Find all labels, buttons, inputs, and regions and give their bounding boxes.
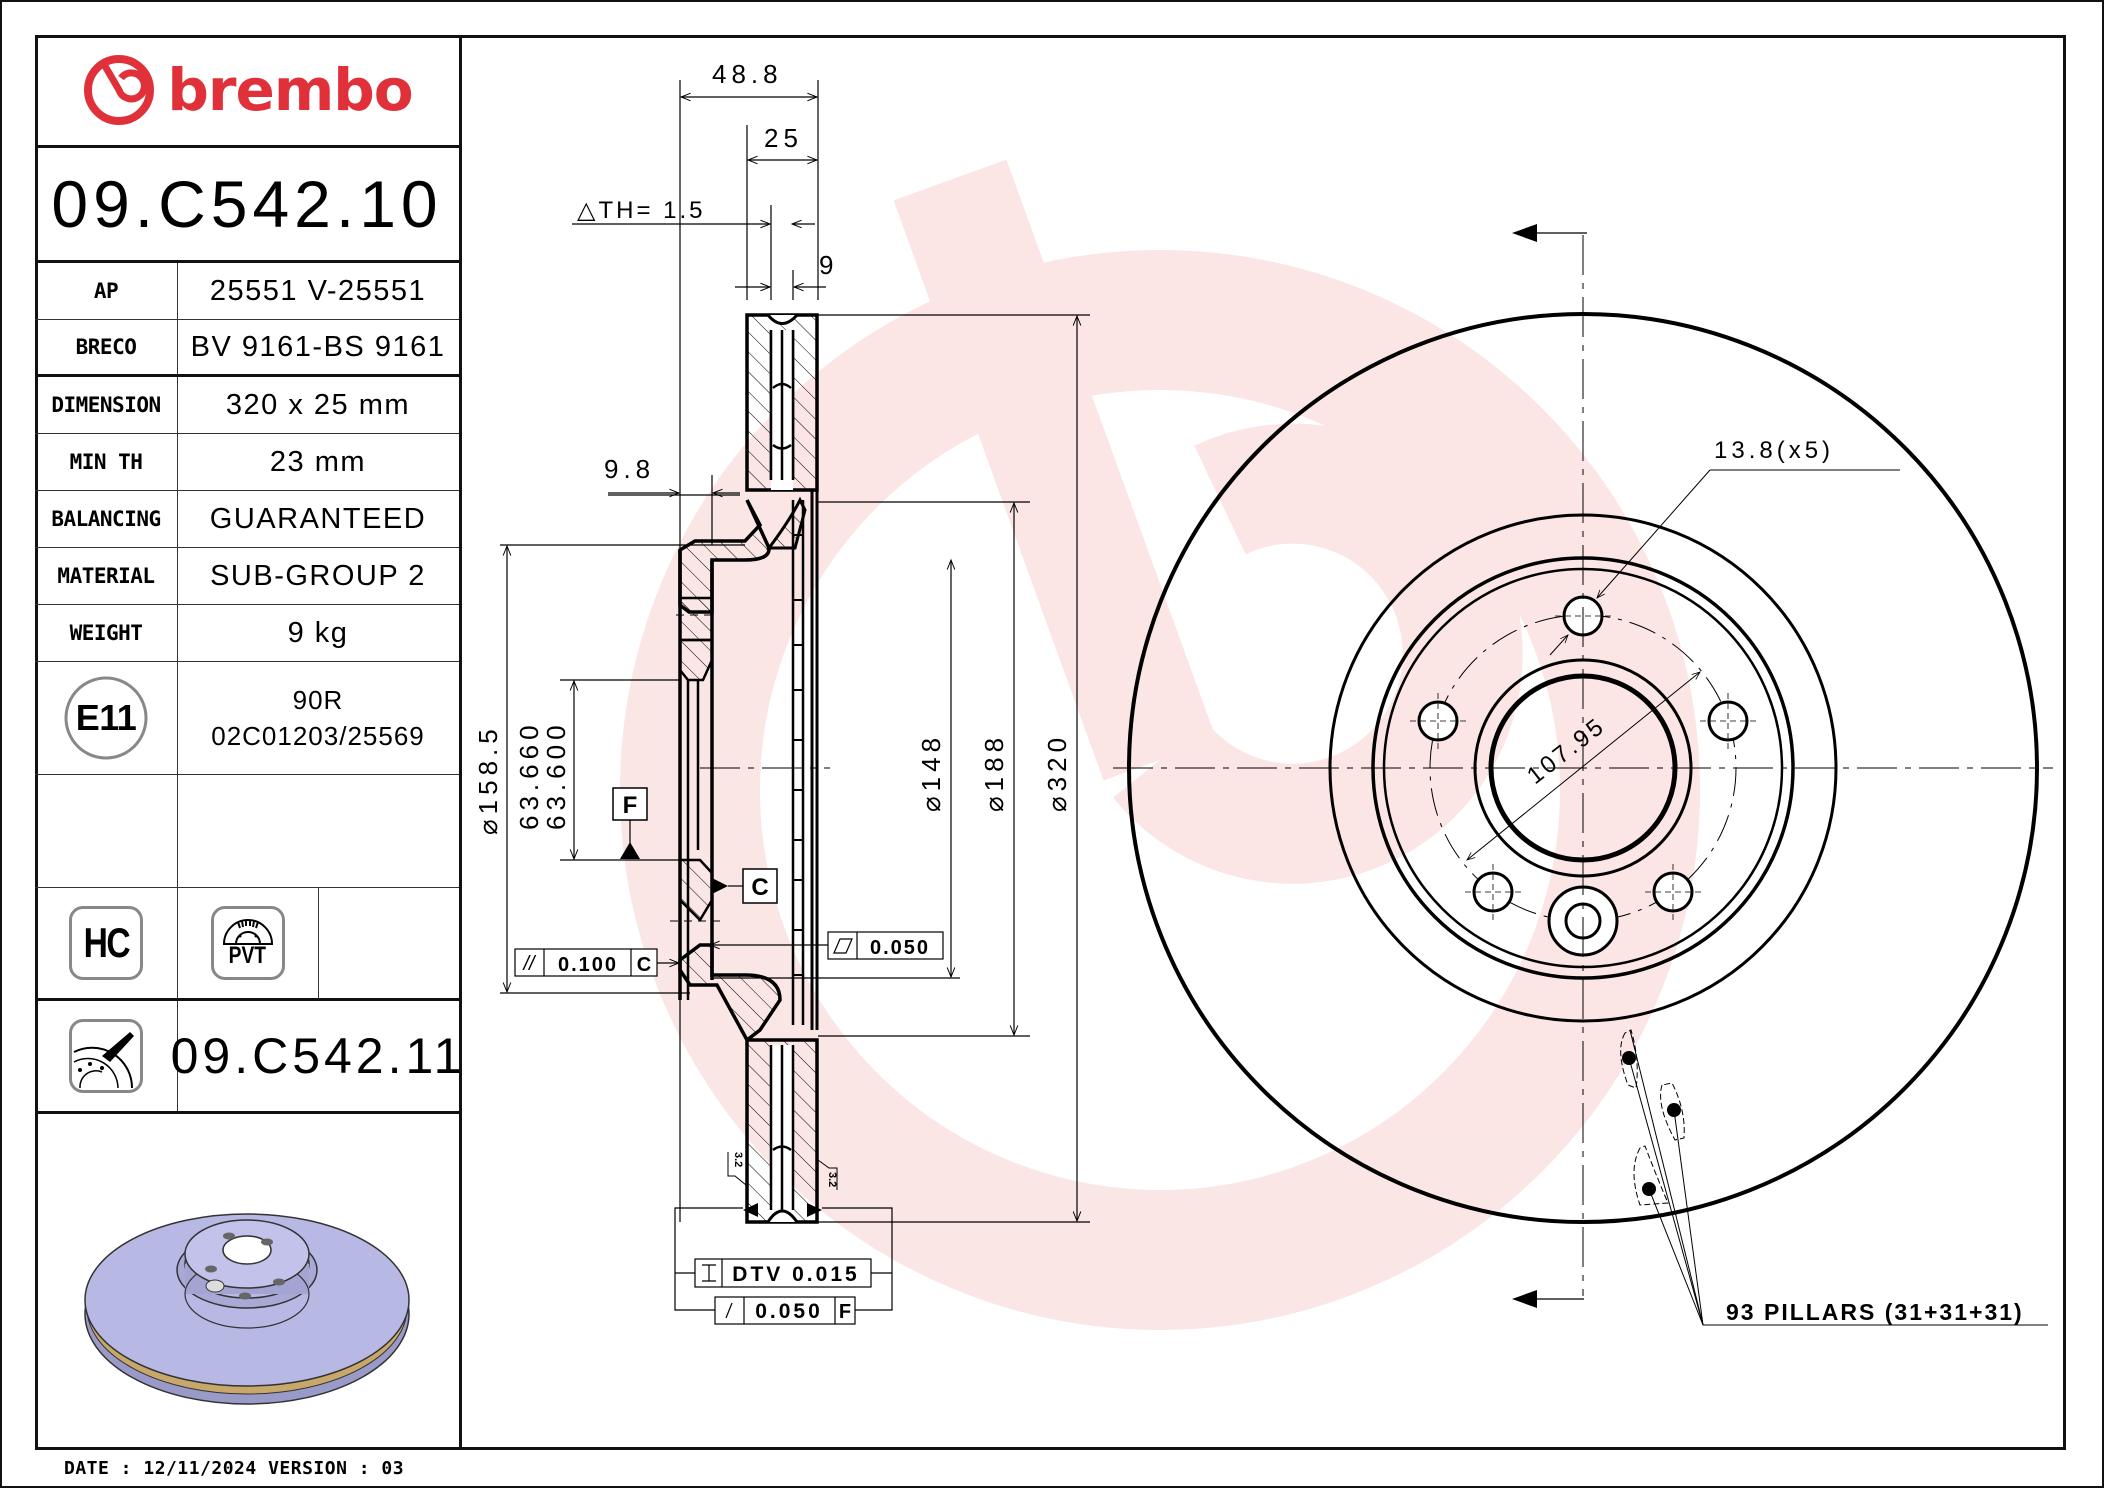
svg-text:E11: E11: [76, 697, 137, 738]
e11-cell: E11: [35, 662, 178, 774]
spec-row-breco: BRECO BV 9161-BS 9161: [35, 320, 459, 377]
dim-outer-dia: ⌀320: [1042, 733, 1072, 812]
spec-value: BV 9161-BS 9161: [190, 330, 446, 363]
part-number: 09.C542.10: [35, 148, 459, 263]
brembo-logo-icon: [84, 55, 155, 125]
dim-overall-height: 48.8: [712, 59, 783, 89]
pvt-badge: PVT: [210, 906, 285, 980]
hc-label: HC: [83, 919, 130, 966]
spec-row-material: MATERIAL SUB-GROUP 2: [35, 548, 459, 605]
surface-roughness-right: 3.2: [817, 1159, 838, 1190]
bolt-holes: [1417, 595, 1749, 913]
empty-cell: [35, 775, 178, 887]
dim-vent-width: 9: [819, 250, 838, 280]
parallelism-tolerance-frame: // 0.100 C: [514, 948, 681, 977]
svg-text:DTV 0.015: DTV 0.015: [732, 1263, 859, 1286]
alternative-part-number: 09.C542.11: [170, 1028, 466, 1084]
pillars: [1620, 1029, 2048, 1326]
dim-bore-min: 63.600: [541, 720, 571, 830]
svg-text:3.2: 3.2: [732, 1152, 744, 1167]
spec-value: 25551 V-25551: [209, 274, 427, 307]
drawing-frame: [35, 35, 2066, 1450]
datum-c: C: [712, 868, 778, 904]
pvt-label: PVT: [228, 942, 267, 969]
spec-label: MIN TH: [35, 434, 178, 490]
vane-marks: [793, 534, 803, 976]
spec-value: 9 kg: [287, 616, 349, 649]
empty-row: [35, 775, 459, 888]
spec-row-weight: WEIGHT 9 kg: [35, 605, 459, 662]
badge-row: HC PVT: [35, 888, 459, 1001]
spec-label: BRECO: [35, 320, 178, 374]
spec-row-ap: AP 25551 V-25551: [35, 263, 459, 320]
hc-cell: HC: [35, 888, 178, 998]
dim-thickness: 25: [764, 123, 803, 153]
pvt-cell: PVT: [177, 888, 319, 998]
spec-label: BALANCING: [35, 491, 178, 547]
homologation-text: 90R 02C01203/25569: [177, 662, 459, 774]
svg-text:0.050: 0.050: [755, 1300, 823, 1323]
e11-approval-icon: E11: [64, 676, 148, 760]
spec-row-dimension: DIMENSION 320 x 25 mm: [35, 377, 459, 434]
disc-3d-render: [35, 1114, 459, 1447]
spec-label: MATERIAL: [35, 548, 178, 604]
svg-text:0.050: 0.050: [870, 937, 930, 959]
pillars-label: 93 PILLARS (31+31+31): [1726, 1299, 2024, 1325]
dim-hat-diameter: ⌀158.5: [473, 724, 503, 835]
alternative-part-row: 09.C542.11: [35, 1001, 462, 1114]
dim-hat-offset: 9.8: [604, 454, 655, 484]
spec-row-min-th: MIN TH 23 mm: [35, 434, 459, 491]
datum-f: F: [612, 787, 648, 859]
spec-value: SUB-GROUP 2: [210, 559, 426, 592]
brake-disc-image: [84, 1213, 410, 1405]
spec-label: WEIGHT: [35, 605, 178, 661]
svg-text://: //: [521, 953, 537, 975]
homologation-line2: 02C01203/25569: [211, 721, 425, 751]
footer-date-version: DATE : 12/11/2024 VERSION : 03: [64, 1458, 405, 1479]
dim-delta-th: △TH= 1.5: [577, 197, 706, 224]
painted-disc-icon: [69, 1019, 143, 1093]
spec-label: AP: [35, 263, 178, 319]
spec-value: 23 mm: [269, 445, 367, 478]
brand-logo: brembo: [35, 35, 459, 148]
svg-text:F: F: [839, 1301, 851, 1323]
spec-value: GUARANTEED: [209, 502, 427, 535]
title-block: brembo 09.C542.10 AP 25551 V-25551 BRECO…: [35, 35, 462, 1450]
section-arrow-top: [1512, 224, 1587, 242]
brand-name: brembo: [167, 56, 413, 124]
spec-row-balancing: BALANCING GUARANTEED: [35, 491, 459, 548]
section-arrow-bottom: [1512, 1290, 1584, 1308]
dim-bore-max: 63.660: [514, 720, 544, 830]
bolt-hole-label: 13.8(x5): [1714, 437, 1834, 464]
svg-text:C: C: [751, 874, 768, 901]
alternative-icon-cell: [35, 1001, 178, 1111]
homologation-row: E11 90R 02C01203/25569: [35, 662, 459, 775]
section-view: 48.8 25 △TH= 1.5 9 9.8 ⌀158.5 63.660 63.…: [473, 59, 1090, 1325]
bottom-tolerance-frames: DTV 0.015 0.050 F: [674, 1203, 893, 1325]
surface-roughness-left: 3.2: [727, 1152, 747, 1186]
spec-label: DIMENSION: [35, 377, 178, 433]
svg-text:0.100: 0.100: [558, 954, 618, 976]
dim-inner-friction-dia: ⌀148: [916, 733, 946, 812]
spec-value: 320 x 25 mm: [225, 388, 411, 421]
hc-badge: HC: [69, 906, 143, 980]
svg-text:C: C: [637, 954, 651, 976]
svg-text:F: F: [623, 792, 638, 819]
flatness-tolerance-frame: 0.050: [708, 931, 944, 960]
homologation-line1: 90R: [292, 685, 344, 715]
dim-hat-outer-dia: ⌀188: [979, 733, 1009, 812]
svg-text:3.2: 3.2: [826, 1172, 838, 1187]
alternative-part-cell: 09.C542.11: [171, 1001, 462, 1111]
pvt-disc-icon: [222, 919, 273, 945]
